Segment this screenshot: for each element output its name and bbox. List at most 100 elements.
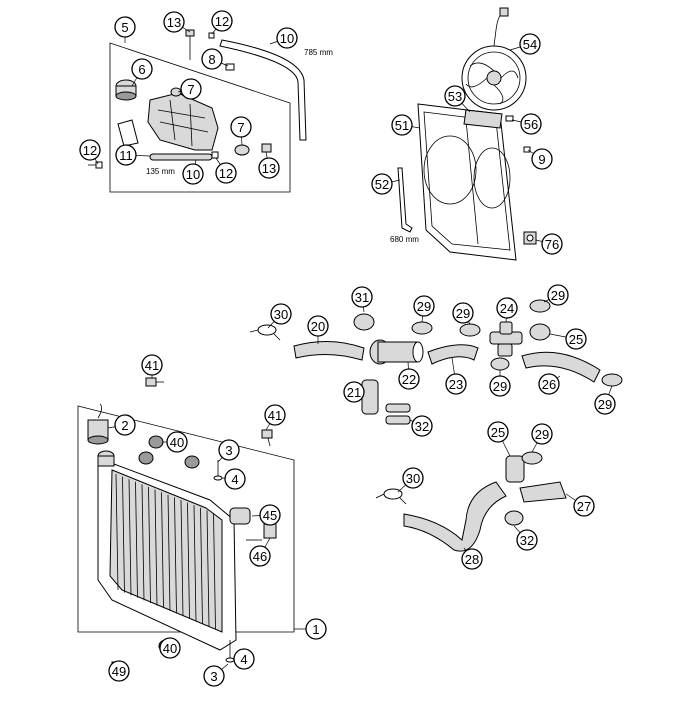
nut-8 [225,63,235,71]
callout-circle [211,10,233,32]
callout-10: 10 [276,27,298,49]
callout-number: 4 [240,652,247,667]
tank-cap [115,79,137,101]
hose-clamp-29-d [529,299,551,313]
callout-number: 27 [577,499,591,514]
radiator-group [77,377,295,673]
radiator-fin [193,505,197,622]
callout-number: 46 [253,549,267,564]
callout-number: 40 [170,435,184,450]
radiator-fin [174,497,177,614]
callout-number: 54 [523,37,537,52]
callout-21: 21 [343,381,365,403]
callout-3: 3 [203,665,225,687]
callout-circle [547,284,569,306]
callout-76: 76 [541,233,563,255]
callout-26: 26 [538,373,560,395]
callout-12: 12 [79,139,101,161]
radiator-fin [115,473,119,591]
callout-number: 11 [119,148,133,163]
callout-29: 29 [452,302,474,324]
callout-30: 30 [402,467,424,489]
callout-circle [411,415,433,437]
callout-circle [531,423,553,445]
callout-number: 12 [83,143,97,158]
callout-circle [166,431,188,453]
callout-32: 32 [411,415,433,437]
callout-number: 10 [280,31,294,46]
clamp-7-lower [234,144,250,156]
callout-circle [114,16,136,38]
callout-5: 5 [114,16,136,38]
callout-circle [249,545,271,567]
callout-circle [141,354,163,376]
callout-circle [233,648,255,670]
callout-circle [305,618,327,640]
callout-10: 10 [182,163,204,185]
callout-circle [201,48,223,70]
callout-number: 7 [187,82,194,97]
callout-45: 45 [259,504,281,526]
callout-11: 11 [115,144,137,166]
callout-circle [538,373,560,395]
callout-number: 49 [112,664,126,679]
hose-clamp-29-a [411,321,433,335]
dim-label-680mm: 680 mm [390,235,419,244]
radiator-fin [141,484,145,601]
fan-group [397,7,537,261]
callout-circle [115,144,137,166]
callout-number: 10 [186,167,200,182]
hose-21 [361,379,379,415]
callout-54: 54 [519,33,541,55]
callout-circle [452,302,474,324]
callout-circle [203,665,225,687]
callout-number: 25 [491,425,505,440]
callout-2: 2 [114,414,136,436]
screw-13-lower [261,143,272,153]
callout-number: 28 [465,552,479,567]
hose-clamp-30-upper [249,324,281,341]
radiator-cap [87,403,109,445]
radiator-fin [200,507,203,624]
callout-circle [565,328,587,350]
callout-circle [573,495,595,517]
callout-circle [258,157,280,179]
callout-number: 30 [406,471,420,486]
callout-6: 6 [131,58,153,80]
bolt-41-right [261,429,273,447]
callout-24: 24 [496,297,518,319]
callout-number: 3 [225,443,232,458]
radiator-fin [167,494,171,611]
washer-4-top [213,475,223,481]
callout-number: 12 [215,14,229,29]
clip-12-lower [211,151,219,159]
callout-30: 30 [270,303,292,325]
dim-label-135mm: 135 mm [146,167,175,176]
hose-680mm [397,167,413,233]
callout-number: 26 [542,377,556,392]
callout-25: 25 [487,421,509,443]
radiator-fin [161,492,164,609]
callout-number: 31 [355,290,369,305]
callout-circle [541,233,563,255]
screw-56 [505,115,514,122]
callout-circle [79,139,101,161]
callout-27: 27 [573,495,595,517]
callout-number: 9 [538,152,545,167]
callout-56: 56 [520,113,542,135]
grommet-40-b [184,455,200,469]
callout-22: 22 [398,368,420,390]
hose-clamp-29-c [490,357,510,371]
callout-number: 21 [347,385,361,400]
callout-29: 29 [531,423,553,445]
callout-number: 25 [569,332,583,347]
callout-29: 29 [489,375,511,397]
hose-clamp-32-lower [504,510,524,526]
callout-1: 1 [305,618,327,640]
clip-12-left [88,161,103,169]
radiator [97,450,237,651]
hose-785mm [219,39,307,141]
callout-circle [398,368,420,390]
callout-number: 6 [138,62,145,77]
